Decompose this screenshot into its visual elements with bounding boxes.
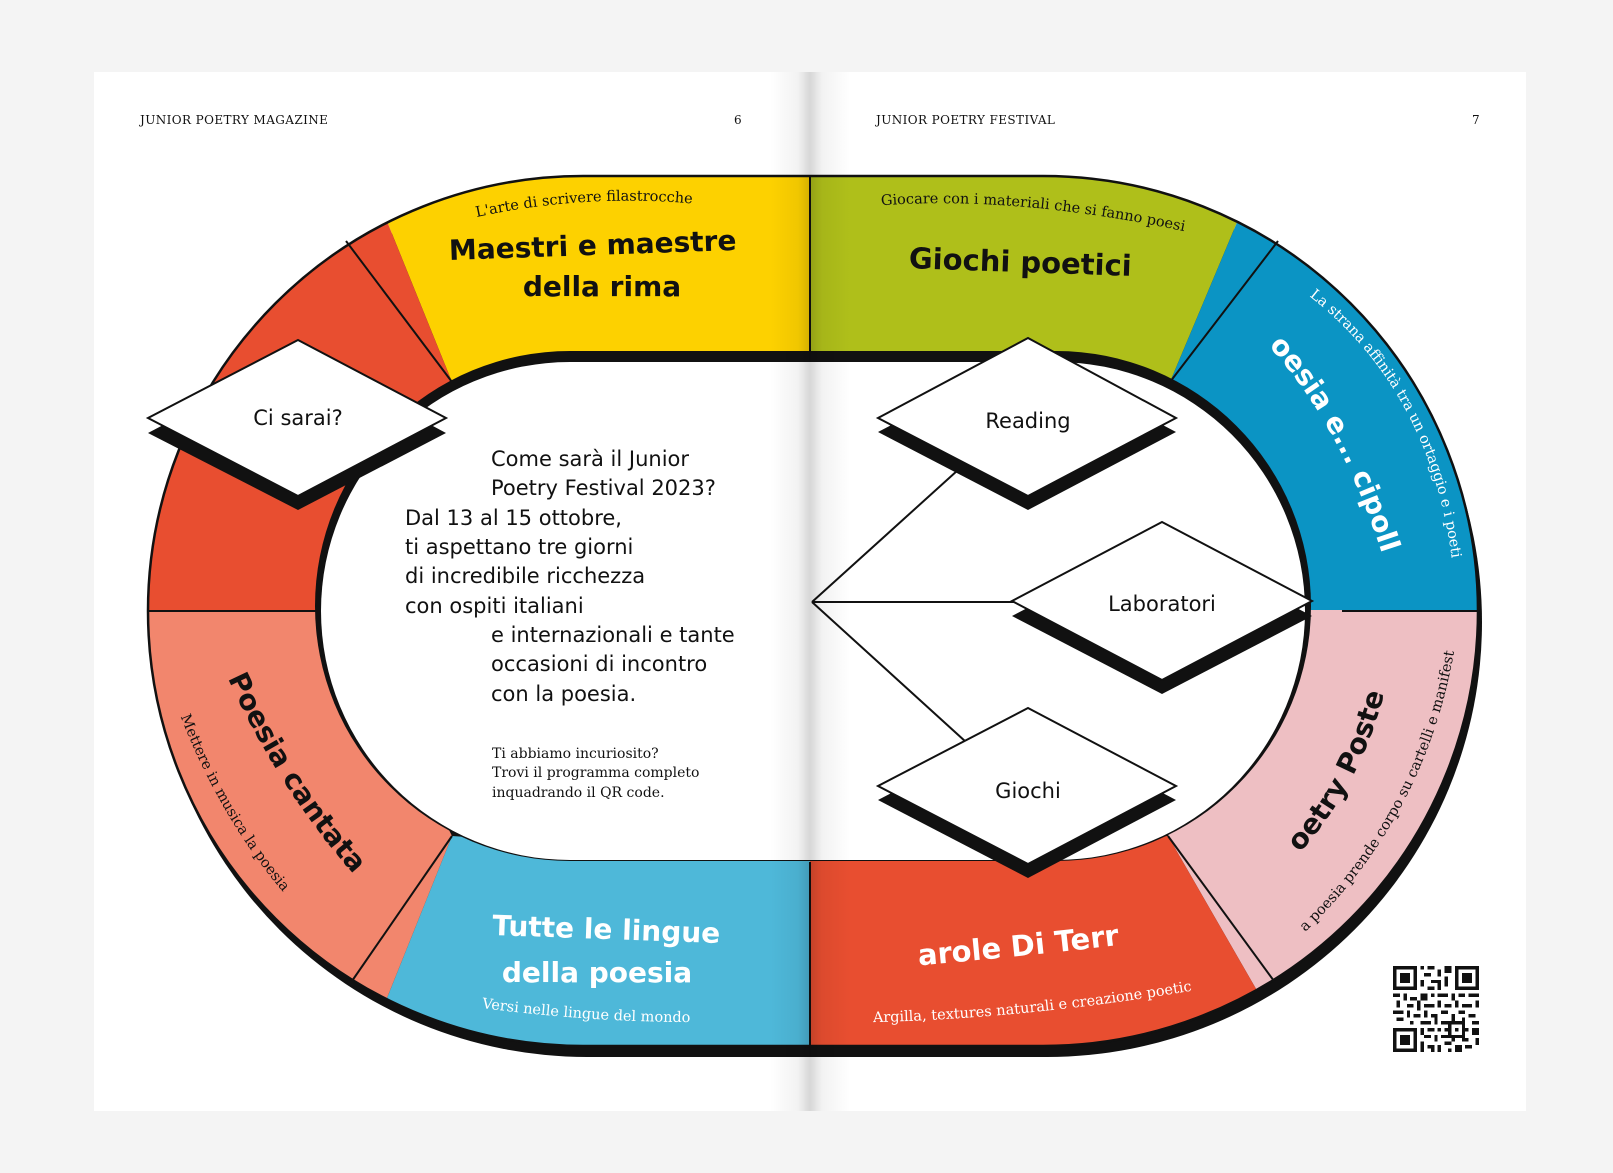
lingue-title-line2: della poesia	[502, 956, 692, 989]
left-running-head: JUNIOR POETRY MAGAZINE	[140, 113, 329, 127]
note-line-2: Trovi il programma completo	[492, 765, 700, 781]
note-line-1: Ti abbiamo incuriosito?	[492, 746, 659, 762]
center-line-6: con ospiti italiani	[405, 594, 584, 618]
center-line-3: Dal 13 al 15 ottobre,	[405, 506, 622, 530]
maestri-title-line2: della rima	[523, 270, 681, 303]
center-line-2: Poetry Festival 2023?	[491, 476, 716, 500]
right-running-head: JUNIOR POETRY FESTIVAL	[876, 113, 1056, 127]
diamond-laboratori[interactable]	[1009, 520, 1315, 694]
diamond-reading[interactable]	[875, 336, 1179, 510]
diamond-giochi-label: Giochi	[995, 779, 1061, 803]
diamond-giochi[interactable]	[875, 706, 1179, 878]
center-line-4: ti aspettano tre giorni	[405, 535, 634, 559]
center-line-1: Come sarà il Junior	[491, 447, 690, 471]
center-line-5: di incredibile ricchezza	[405, 564, 646, 588]
center-line-8: occasioni di incontro	[491, 652, 708, 676]
left-page-number: 6	[734, 113, 743, 127]
right-page-number: 7	[1472, 113, 1481, 127]
branch-lines	[811, 469, 1030, 743]
center-line-7: e internazionali e tante	[491, 623, 735, 647]
diamond-ci-sarai[interactable]	[145, 338, 449, 510]
segment-dividers	[148, 176, 1478, 1046]
diamond-laboratori-label: Laboratori	[1108, 592, 1216, 616]
qr-code-icon[interactable]	[1393, 966, 1479, 1052]
center-line-9: con la poesia.	[491, 682, 637, 706]
diamond-reading-label: Reading	[985, 409, 1070, 433]
note-line-3: inquadrando il QR code.	[492, 785, 665, 801]
lingue-title-line1: Tutte le lingue	[492, 909, 721, 950]
diamond-ci-sarai-label: Ci sarai?	[253, 406, 342, 430]
giochi-poetici-title: Giochi poetici	[908, 241, 1132, 283]
